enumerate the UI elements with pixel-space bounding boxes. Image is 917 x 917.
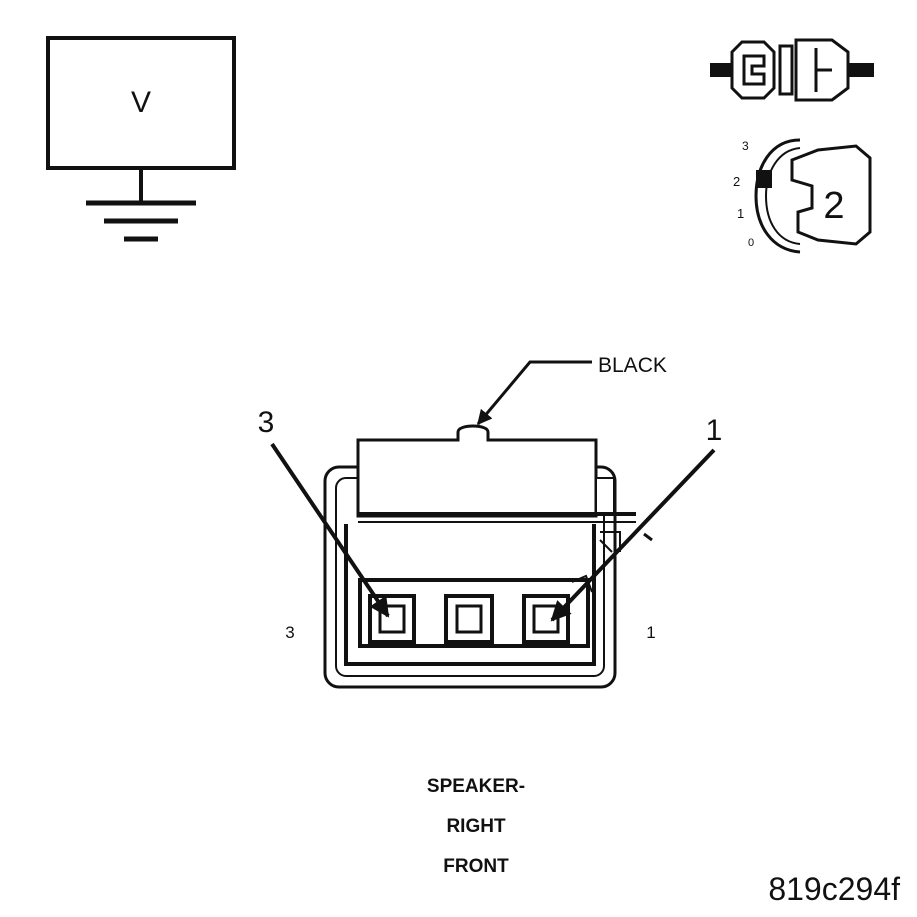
pin-label-left: 3 xyxy=(285,623,294,642)
terminal-pin-1 xyxy=(522,594,570,644)
pin-callout-right-number: 1 xyxy=(706,414,723,447)
pin-callout-right: 1 xyxy=(550,414,723,622)
component-name-line-3: FRONT xyxy=(443,856,509,877)
speaker-connector: 3 1 xyxy=(285,424,656,689)
component-name: SPEAKER- RIGHT FRONT xyxy=(427,776,525,877)
component-name-line-1: SPEAKER- xyxy=(427,776,525,797)
figure-id: 819c294f xyxy=(768,871,900,907)
component-name-line-2: RIGHT xyxy=(446,816,506,837)
voltmeter-symbol: V xyxy=(46,36,236,242)
ground-icon xyxy=(86,200,196,242)
color-callout: BLACK xyxy=(476,354,667,426)
ignition-scale-2: 2 xyxy=(733,174,740,189)
disconnected-connector-icon xyxy=(710,38,874,102)
ignition-scale-3: 3 xyxy=(742,139,749,153)
ignition-key-icon: 3 2 1 0 2 xyxy=(733,138,872,254)
pin-callout-left-number: 3 xyxy=(258,406,275,439)
pin-label-right: 1 xyxy=(646,623,655,642)
color-callout-label: BLACK xyxy=(598,354,667,377)
ignition-position-marker xyxy=(756,170,772,188)
terminal-pin-3 xyxy=(368,594,416,644)
voltmeter-label: V xyxy=(131,86,151,119)
pin-callout-left: 3 xyxy=(258,406,390,618)
ignition-scale-0: 0 xyxy=(748,237,754,249)
ignition-position-label: 2 xyxy=(823,185,844,227)
connector-latch xyxy=(356,424,598,518)
ignition-scale-1: 1 xyxy=(737,206,744,221)
terminal-pin-2 xyxy=(444,594,494,644)
voltmeter-box xyxy=(46,36,236,170)
